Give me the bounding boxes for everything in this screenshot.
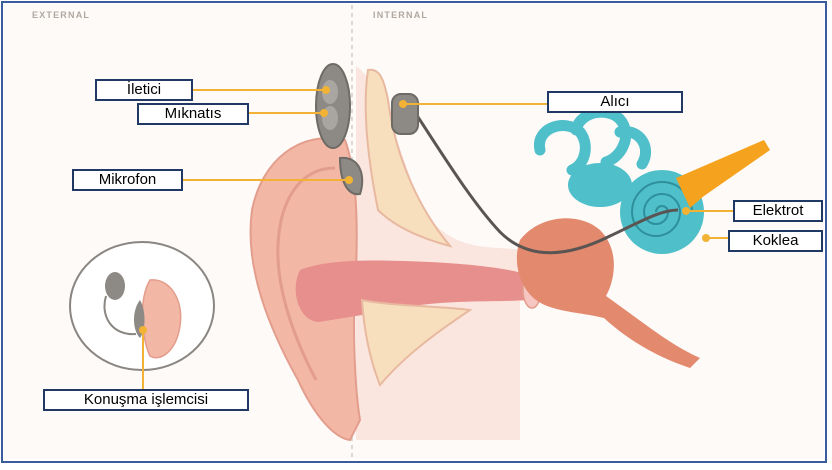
label-iletici: İletici	[95, 79, 193, 101]
label-miknatis: Mıknatıs	[137, 103, 249, 125]
label-mikrofon: Mikrofon	[72, 169, 183, 191]
label-konusma-islemcisi: Konuşma işlemcisi	[43, 389, 249, 411]
label-elektrot: Elektrot	[733, 200, 823, 222]
internal-heading: INTERNAL	[373, 10, 428, 20]
label-koklea: Koklea	[728, 230, 823, 252]
external-heading: EXTERNAL	[32, 10, 90, 20]
label-alici: Alıcı	[547, 91, 683, 113]
